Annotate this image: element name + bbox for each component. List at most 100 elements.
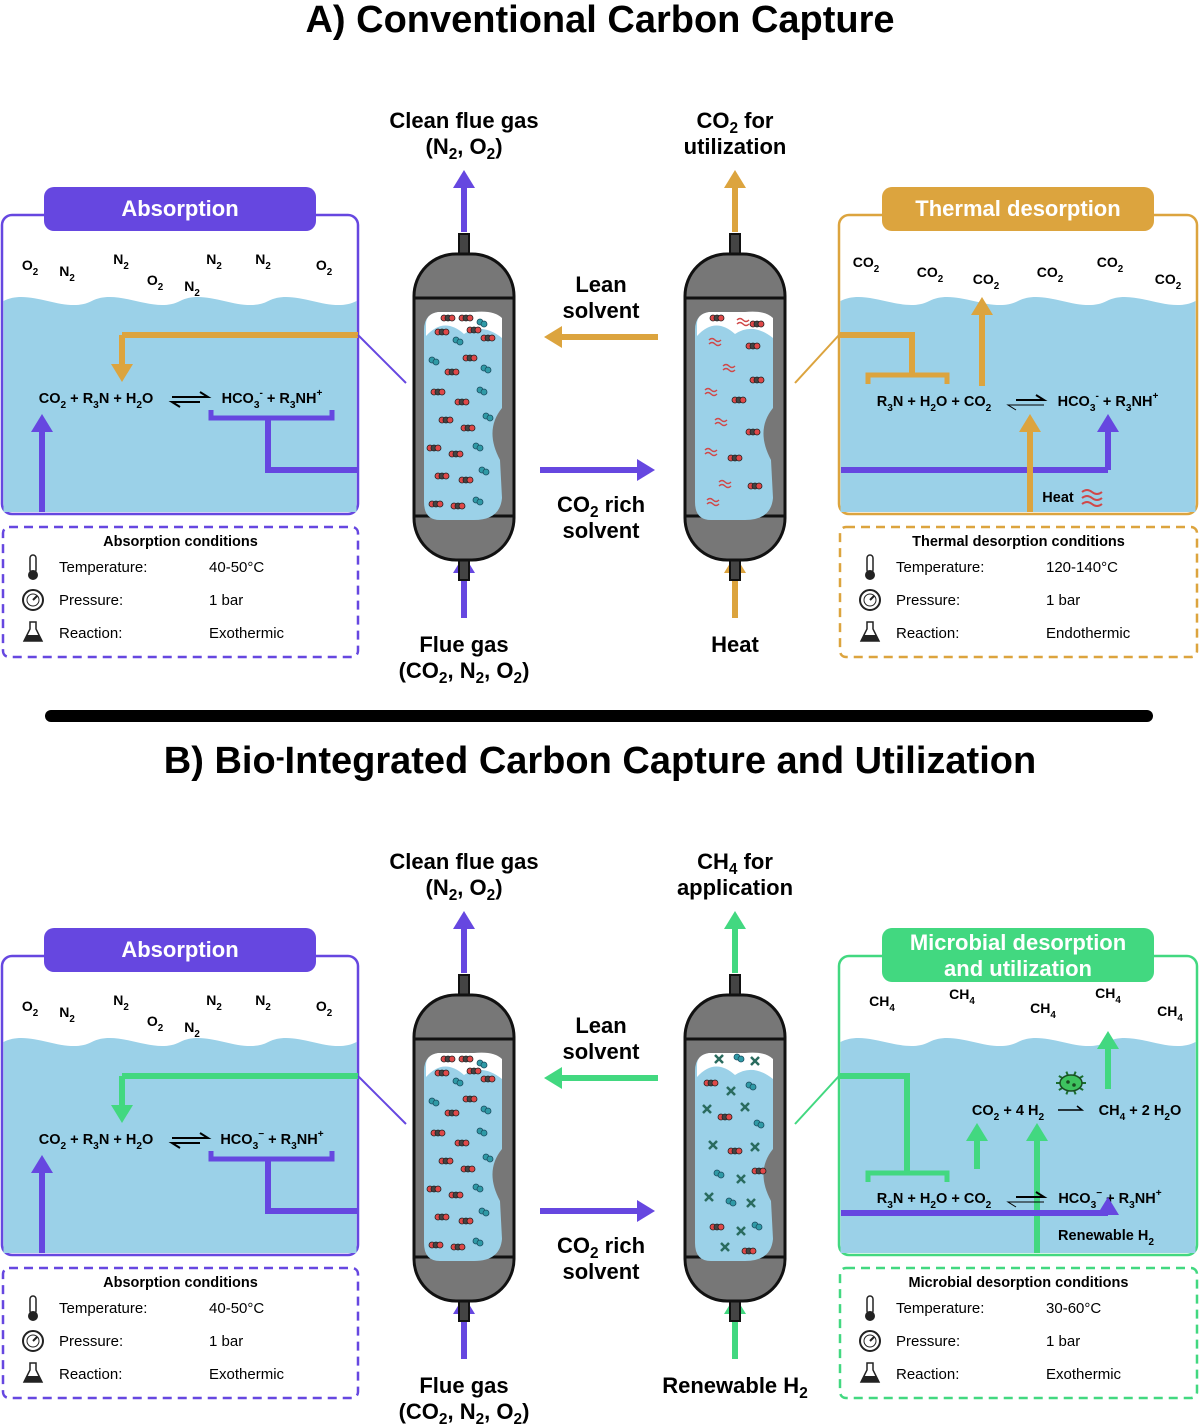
co2-molecule xyxy=(434,328,450,336)
equilibrium-arrows-icon xyxy=(1006,1191,1048,1208)
gauge-needle xyxy=(869,595,875,601)
rich-solvent-arrow xyxy=(540,1200,655,1222)
co2-molecule xyxy=(749,320,765,328)
amine-molecule xyxy=(452,336,464,346)
ch4-release-arrow xyxy=(1097,1031,1119,1089)
condition-label: Temperature: xyxy=(59,1300,147,1317)
co2-molecule xyxy=(466,326,482,334)
amine-molecule xyxy=(472,1237,484,1247)
process-header-label: and utilization xyxy=(944,956,1092,981)
condition-value: Endothermic xyxy=(1046,625,1131,642)
oxygen-atom xyxy=(717,314,725,322)
process-header-label: Thermal desorption xyxy=(915,196,1120,221)
co2-release-arrow xyxy=(971,297,993,386)
arrow-head xyxy=(1026,1123,1048,1141)
co2-molecule xyxy=(727,1147,743,1155)
product-gas-label: application xyxy=(677,875,793,900)
oxygen-atom xyxy=(436,500,444,508)
rich-solvent-label: CO2 rich xyxy=(557,1233,645,1262)
callout-line xyxy=(357,1075,407,1125)
oxygen-atom xyxy=(466,314,474,322)
callout-line xyxy=(794,1075,840,1125)
pressure-gauge-icon xyxy=(22,589,44,611)
co2-molecule xyxy=(438,416,454,424)
thermometer-icon xyxy=(28,1295,38,1321)
arrow-head xyxy=(971,297,993,315)
gas-molecule-label: CH4 xyxy=(1095,985,1121,1006)
amine-molecule xyxy=(482,1153,494,1163)
co2-molecule xyxy=(741,1247,757,1255)
oxygen-atom xyxy=(462,398,470,406)
heat-squiggle xyxy=(706,497,720,507)
arrow-head xyxy=(31,414,53,432)
microbe-particle xyxy=(702,1104,712,1114)
co2-molecule xyxy=(428,500,444,508)
heat-box-label: Heat xyxy=(1042,490,1074,506)
gas-molecule-label: O2 xyxy=(316,257,333,278)
arrow-head xyxy=(544,1067,562,1089)
microbe-icon xyxy=(1056,1071,1086,1095)
rich-solvent-label: CO2 rich xyxy=(557,492,645,521)
product-bracket xyxy=(208,410,335,421)
oxygen-atom xyxy=(448,1055,456,1063)
gas-molecule-label: N2 xyxy=(255,251,271,272)
amine-atom xyxy=(729,1199,737,1207)
flask-icon xyxy=(859,621,881,642)
condition-label: Reaction: xyxy=(59,1366,122,1383)
heat-in-arrow xyxy=(1019,414,1041,512)
lean-solvent-label: Lean xyxy=(575,1013,626,1038)
condition-value: Exothermic xyxy=(1046,1366,1122,1383)
lean-solvent-label: solvent xyxy=(562,1039,640,1064)
condition-value: 120-140°C xyxy=(1046,559,1118,576)
heat-mark xyxy=(718,479,732,489)
oxygen-atom xyxy=(468,1165,476,1173)
oxygen-atom xyxy=(442,1069,450,1077)
rich-solvent-label: solvent xyxy=(562,518,640,543)
process-header xyxy=(882,187,1154,231)
oxygen-atom xyxy=(749,1247,757,1255)
condition-label: Pressure: xyxy=(896,1333,960,1350)
heat-input-label: Renewable H2 xyxy=(662,1373,808,1402)
gas-molecule-label: O2 xyxy=(22,257,39,278)
absorption-reactants: CO2 + R3N + H2O xyxy=(39,1132,153,1152)
rich-in-arrow xyxy=(1097,414,1119,470)
gas-molecule-label: CH4 xyxy=(949,986,975,1007)
product-out-arrow xyxy=(724,170,746,232)
amine-molecule xyxy=(428,356,440,366)
amine-atom xyxy=(484,1107,492,1115)
condition-value: Exothermic xyxy=(209,625,285,642)
co2-feed-arrow xyxy=(31,1155,53,1253)
thermometer-bulb xyxy=(28,1311,38,1321)
amine-molecule xyxy=(713,1169,725,1179)
amine-atom xyxy=(456,1079,464,1087)
gas-molecule-label: O2 xyxy=(147,272,164,293)
heat-squiggle xyxy=(736,317,750,327)
reactor-vessel xyxy=(412,233,516,581)
amine-molecule xyxy=(476,318,488,328)
thermometer-bulb xyxy=(28,570,38,580)
vessel-bottom-nozzle xyxy=(458,559,470,581)
co2-to-methanation-arrow xyxy=(966,1123,988,1169)
oxygen-atom xyxy=(735,1147,743,1155)
co2-molecule xyxy=(438,1157,454,1165)
amine-molecule xyxy=(478,1207,490,1217)
oxygen-atom xyxy=(757,320,765,328)
condition-value: 40-50°C xyxy=(209,559,264,576)
co2-molecule xyxy=(466,1067,482,1075)
condition-value: 40-50°C xyxy=(209,1300,264,1317)
condition-label: Pressure: xyxy=(896,592,960,609)
amine-molecule xyxy=(753,1119,765,1129)
co2-molecule xyxy=(428,1241,444,1249)
arrow-head xyxy=(637,459,655,481)
gas-molecule-label: N2 xyxy=(113,251,129,272)
amine-molecule xyxy=(482,412,494,422)
microbe-particle xyxy=(750,1142,760,1152)
co2-molecule xyxy=(709,314,725,322)
callout-line xyxy=(357,334,407,384)
conditions-border xyxy=(838,525,1199,659)
gas-molecule-label: CO2 xyxy=(973,271,1000,292)
equilibrium-arrows-icon xyxy=(1006,394,1048,411)
product-bracket xyxy=(208,1151,335,1162)
amine-atom xyxy=(476,444,484,452)
clean-gas-out-arrow xyxy=(453,911,475,973)
